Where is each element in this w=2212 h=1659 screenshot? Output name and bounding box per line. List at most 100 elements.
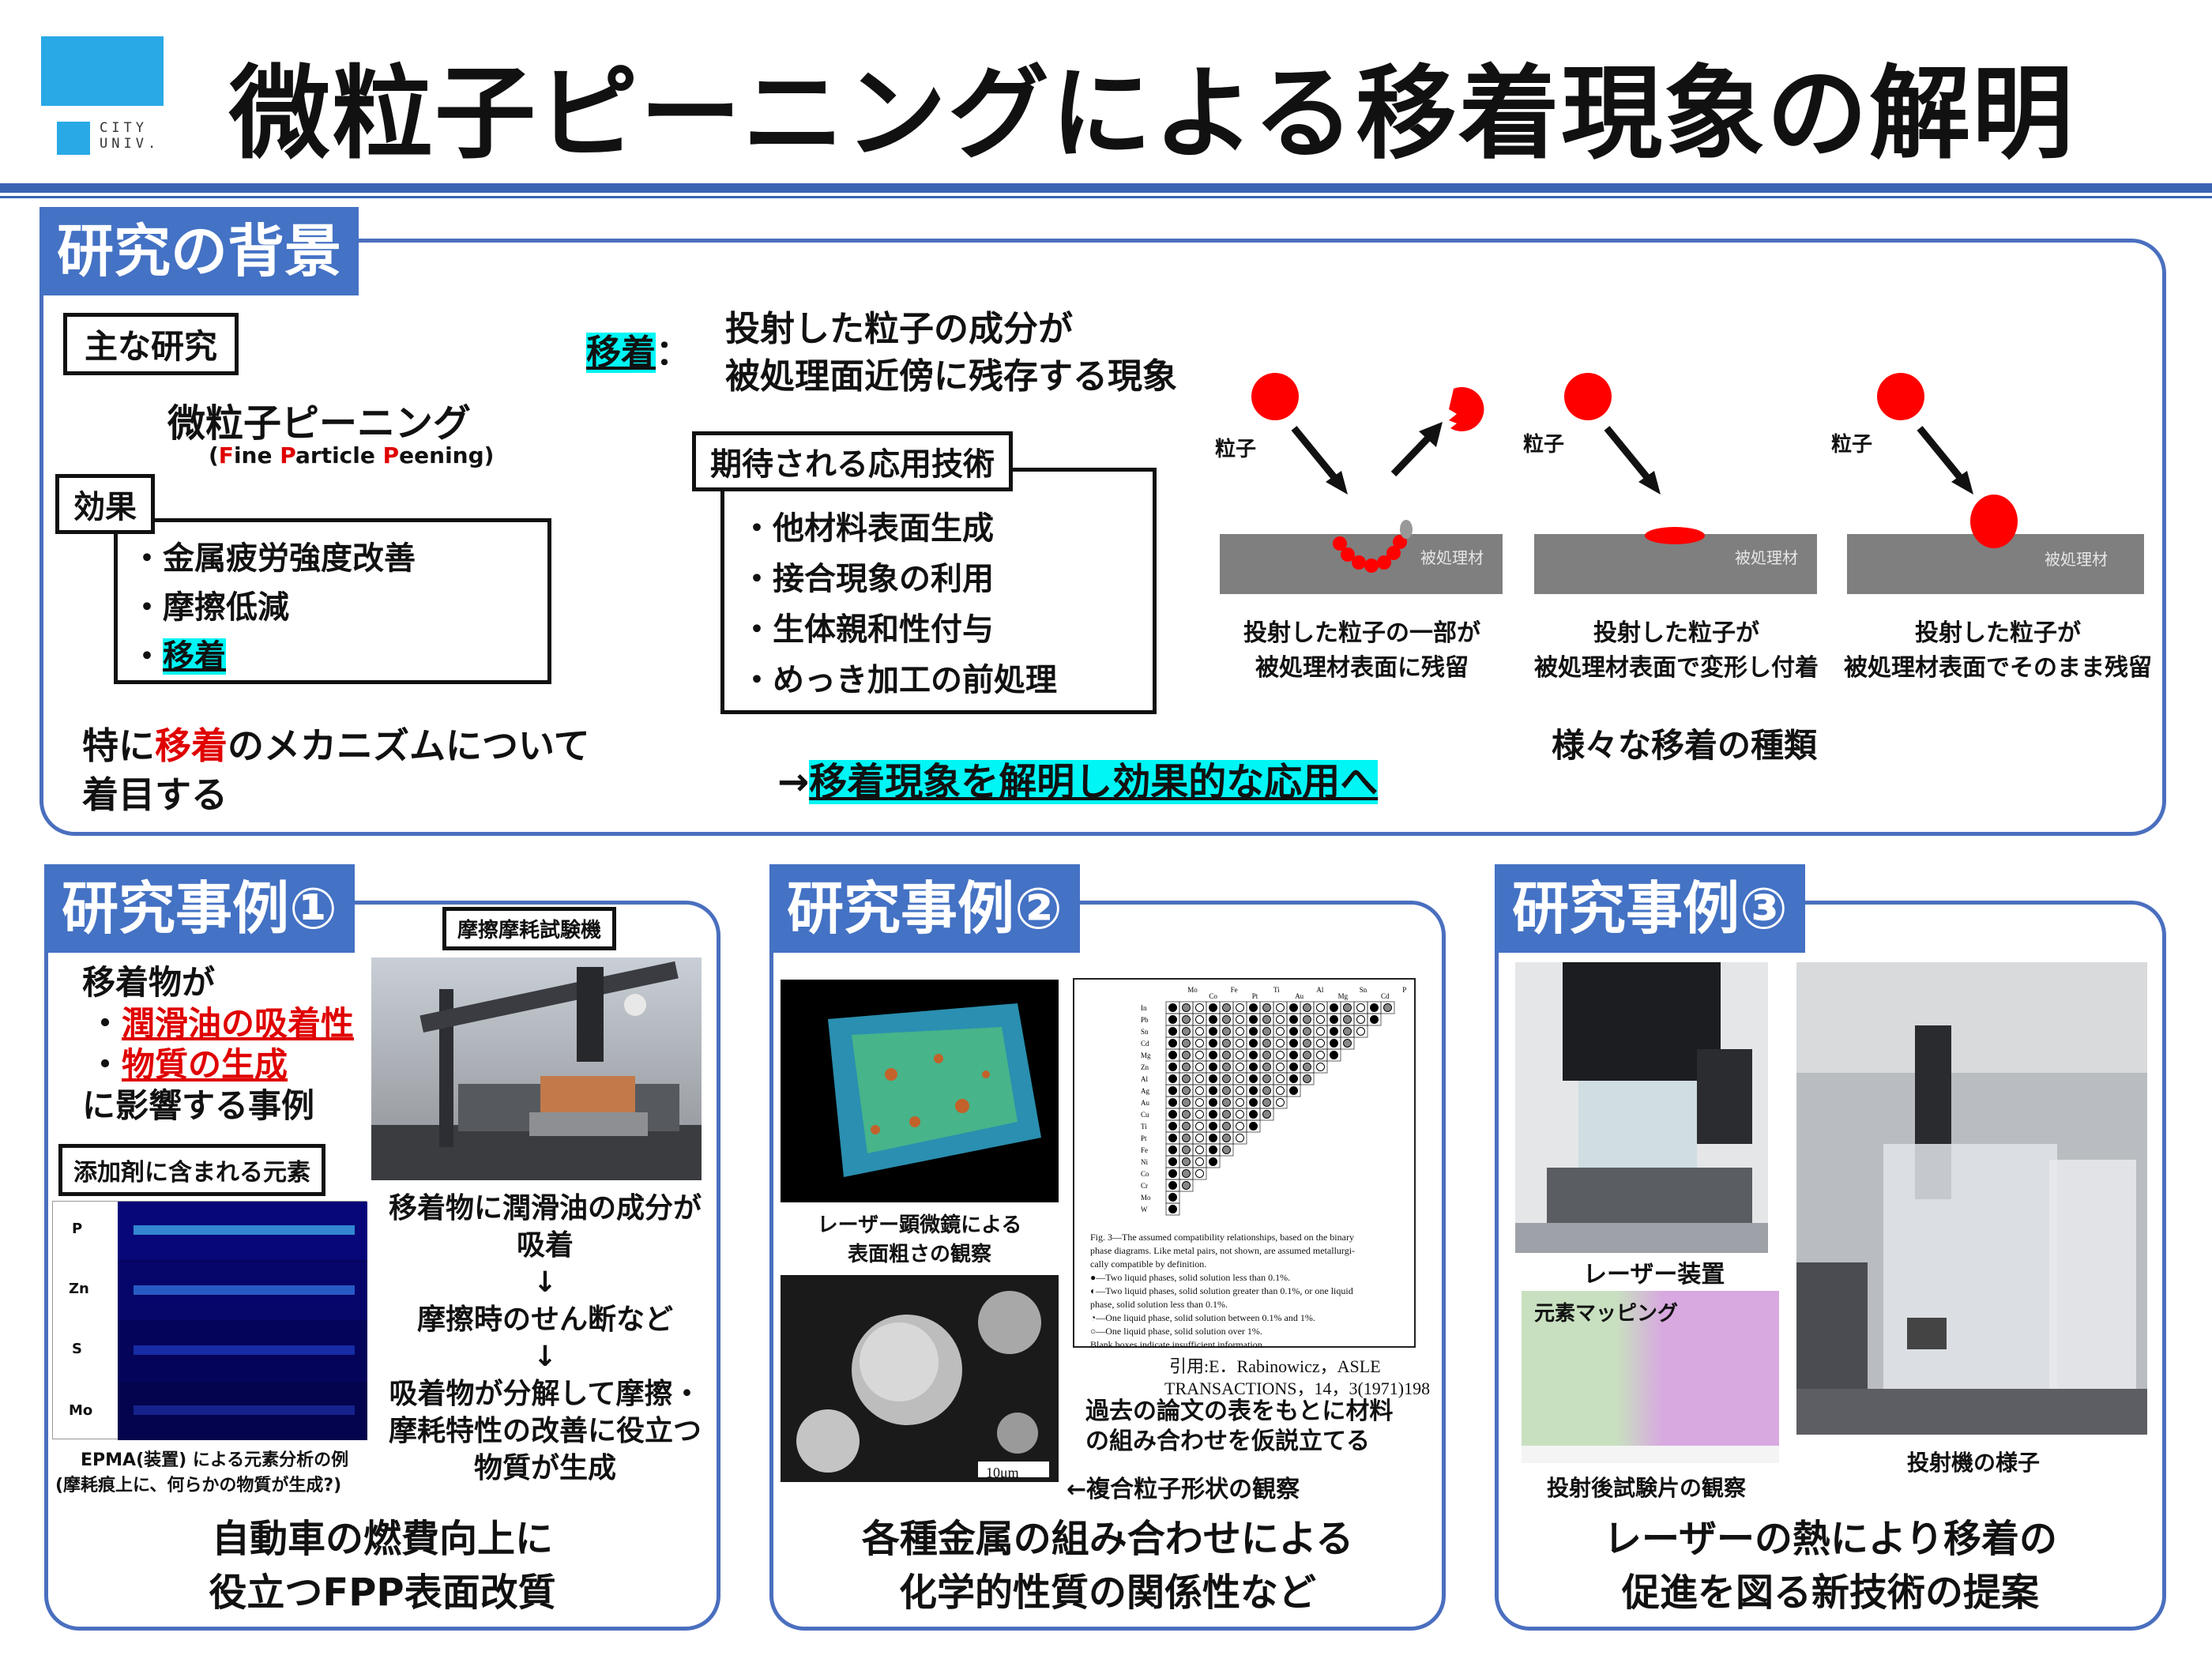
table-cell — [1313, 1060, 1328, 1074]
logo — [41, 36, 164, 106]
compatibility-mark — [1316, 1051, 1325, 1059]
compatibility-mark — [1209, 1063, 1217, 1071]
table-cell — [1273, 1096, 1288, 1109]
compatibility-mark — [1276, 1051, 1285, 1059]
compatibility-mark — [1249, 1110, 1258, 1119]
compatibility-mark — [1222, 1086, 1231, 1095]
diagram-caption-partial: 投射した粒子の一部が被処理材表面に残留 — [1243, 619, 1480, 682]
residue — [1333, 535, 1407, 573]
compatibility-mark — [1209, 1039, 1217, 1048]
compatibility-mark — [1182, 1003, 1191, 1012]
case1-panel — [44, 901, 720, 1631]
table-cell — [1380, 1001, 1395, 1014]
particle — [1564, 373, 1612, 420]
compatibility-mark — [1209, 1051, 1217, 1059]
compatibility-mark — [1330, 1039, 1338, 1048]
compatibility-mark — [1222, 1039, 1231, 1048]
compatibility-mark — [1276, 1027, 1285, 1036]
application-item: ・接合現象の利用 — [741, 561, 994, 597]
table-row-label: Cu — [1141, 1111, 1149, 1119]
table-row-label: Co — [1141, 1170, 1149, 1178]
table-row-label: Pb — [1141, 1016, 1149, 1024]
compatibility-mark — [1303, 1003, 1311, 1012]
table-row-label: Fe — [1141, 1146, 1148, 1154]
case2-tab: 研究事例② — [769, 864, 1080, 953]
transfer-type-intact — [1847, 373, 2144, 594]
particle-label: 粒子 — [1831, 433, 1873, 457]
compatibility-mark — [1289, 1039, 1298, 1048]
table-cell — [1165, 1202, 1180, 1216]
logo-mark — [57, 122, 90, 155]
table-header: Sn — [1360, 986, 1367, 994]
compatibility-mark — [1249, 1027, 1258, 1036]
effect-item-transfer: ・移着 — [131, 638, 226, 675]
table-cell — [1326, 1048, 1341, 1062]
table-header: Pt — [1252, 992, 1258, 1000]
compatibility-mark — [1182, 1098, 1191, 1107]
peening-machine-photo — [1796, 962, 2147, 1435]
compatibility-mark — [1276, 1086, 1285, 1095]
compatibility-mark — [1276, 1015, 1285, 1024]
compatibility-mark — [1236, 1051, 1244, 1059]
table-cell — [1300, 1072, 1315, 1085]
compatibility-mark — [1182, 1039, 1191, 1048]
compatibility-mark — [1249, 1098, 1258, 1107]
compatibility-mark — [1209, 1122, 1217, 1130]
composite-particle-sem — [781, 1275, 1059, 1482]
compatibility-mark — [1168, 1157, 1177, 1166]
background-panel — [40, 239, 2166, 836]
compatibility-mark — [1236, 1134, 1244, 1142]
case2-summary: 各種金属の組み合わせによる化学的性質の関係性など — [861, 1517, 1354, 1615]
compatibility-mark — [1343, 1003, 1352, 1012]
compatibility-mark — [1168, 1146, 1177, 1154]
scale-bar-label: 10μm — [986, 1465, 1019, 1480]
effect-item: ・金属疲労強度改善 — [131, 540, 416, 577]
table-cell — [1246, 1119, 1261, 1133]
compatibility-mark — [1209, 1146, 1217, 1154]
substrate-label: 被処理材 — [1420, 548, 1484, 567]
compatibility-mark — [1182, 1169, 1191, 1178]
compatibility-mark — [1168, 1039, 1177, 1048]
compatibility-mark — [1209, 1134, 1217, 1142]
compatibility-mark — [1343, 1015, 1352, 1024]
definition-term: 移着： — [586, 333, 690, 373]
diagram-caption-deformed: 投射した粒子が被処理材表面で変形し付着 — [1534, 619, 1819, 682]
compatibility-mark — [1195, 1169, 1204, 1178]
focus-line1: 特に移着のメカニズムについて — [82, 724, 590, 767]
effects-label: 効果 — [55, 474, 155, 534]
compatibility-mark — [1222, 1146, 1231, 1154]
compatibility-mark — [1383, 1003, 1392, 1012]
application-item: ・他材料表面生成 — [741, 510, 994, 547]
substrate-label: 被処理材 — [2045, 550, 2108, 569]
compatibility-mark — [1182, 1086, 1191, 1095]
compatibility-mark — [1195, 1146, 1204, 1154]
compatibility-mark — [1168, 1063, 1177, 1071]
compatibility-mark — [1303, 1051, 1311, 1059]
compatibility-mark — [1262, 1051, 1271, 1059]
compatibility-mark — [1262, 1015, 1271, 1024]
compatibility-mark — [1316, 1027, 1325, 1036]
compatibility-mark — [1222, 1051, 1231, 1059]
machine-caption: 投射機の様子 — [1907, 1450, 2041, 1476]
compatibility-mark — [1289, 1063, 1298, 1071]
additive-label: 添加剤に含まれる元素 — [58, 1144, 325, 1196]
compatibility-mark — [1182, 1015, 1191, 1024]
compatibility-mark — [1195, 1098, 1204, 1107]
compatibility-mark — [1249, 1051, 1258, 1059]
table-cell — [1192, 1167, 1207, 1180]
compatibility-mark — [1195, 1063, 1204, 1071]
compatibility-mark — [1168, 1169, 1177, 1178]
compatibility-figure: MoCoFePtTiAuAlMgSnCdPbInPbSnCdMgZnAlAgAu… — [1073, 978, 1416, 1350]
compatibility-mark — [1303, 1015, 1311, 1024]
particle-label: 粒子 — [1523, 433, 1565, 457]
compatibility-mark — [1249, 1015, 1258, 1024]
compatibility-mark — [1195, 1027, 1204, 1036]
compatibility-mark — [1168, 1086, 1177, 1095]
particle — [1251, 373, 1299, 420]
compatibility-mark — [1236, 1027, 1244, 1036]
table-row-label: Ni — [1141, 1158, 1148, 1166]
table-row-label: W — [1141, 1206, 1148, 1213]
laser-microscope-image — [781, 980, 1059, 1202]
compatibility-mark — [1168, 1110, 1177, 1119]
definition-line2: 被処理面近傍に残存する現象 — [725, 356, 1177, 397]
